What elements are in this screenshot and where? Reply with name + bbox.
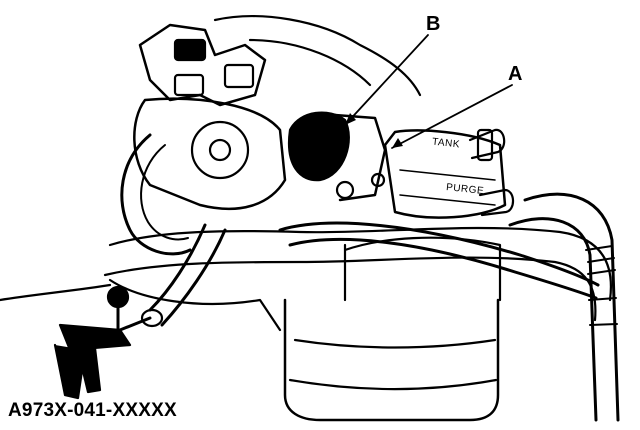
vacuum-hose-b [288, 237, 598, 300]
canister-body [283, 298, 500, 422]
callout-b-arrowhead [345, 113, 356, 125]
left-hose-inner [140, 144, 189, 241]
solenoid-body [287, 111, 350, 182]
harness-top-2 [248, 38, 372, 87]
bracket-bolt-1 [335, 180, 355, 200]
left-hose [120, 133, 192, 256]
valve-block-face [399, 169, 496, 206]
throttle-pulley-hub [208, 138, 232, 162]
pump-grip [53, 343, 87, 400]
connector-1 [173, 38, 207, 62]
canister-top [343, 236, 502, 302]
callout-label-a: A [508, 63, 523, 85]
intake-duct-lower [103, 256, 597, 322]
port-clamp [476, 128, 494, 162]
pump-handle [58, 323, 132, 352]
valve-block [383, 129, 507, 219]
callout-a-leader [391, 84, 513, 149]
canister-lower-band [288, 378, 498, 391]
right-hose-ribs [585, 245, 618, 326]
vacuum-hose-a [278, 221, 600, 287]
purge-port [478, 188, 515, 217]
pump-grip-2 [76, 346, 102, 394]
connector-2 [173, 73, 205, 97]
right-hose-inner [508, 217, 598, 422]
callout-label-b: B [426, 13, 441, 35]
bracket-bolt-2 [370, 172, 386, 188]
canister-mid-band [293, 338, 497, 349]
tank-port [468, 128, 506, 160]
vacuum-pump-tool [53, 285, 152, 400]
callout-b-leader [344, 34, 429, 126]
harness-top [213, 15, 422, 97]
connector-cluster [138, 23, 267, 107]
lower-arm [0, 283, 112, 302]
tool-hose-end [140, 308, 164, 328]
callout-a-arrowhead [392, 138, 403, 148]
tool-part-number: A973X-041-XXXXX [8, 400, 177, 421]
tool-hose-outer [148, 223, 207, 312]
solenoid-bracket [333, 113, 387, 202]
tool-hose-inner [160, 228, 227, 327]
connector-3 [223, 63, 255, 89]
throttle-pulley [190, 120, 250, 180]
pump-gauge [106, 285, 130, 309]
pump-link [118, 316, 152, 332]
right-hose-outer [523, 192, 620, 422]
